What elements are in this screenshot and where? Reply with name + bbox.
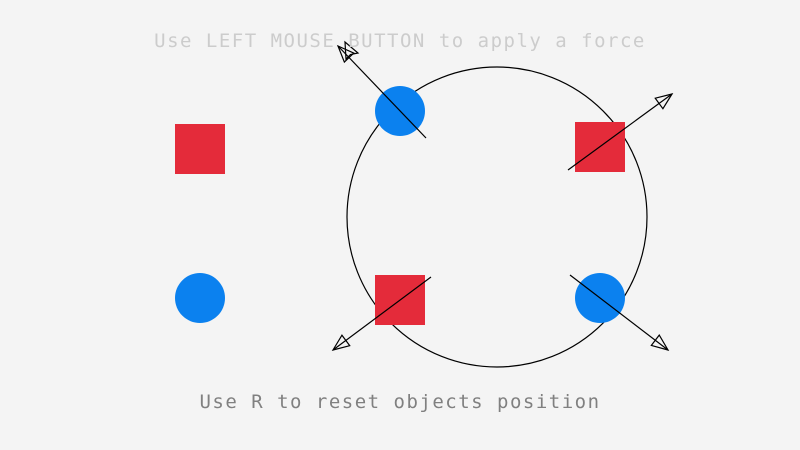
- force-head-circle-bottom-right: [650, 334, 670, 351]
- constraint-ring-outline: [346, 66, 648, 368]
- force-shaft-square-bottom-center: [332, 276, 432, 351]
- force-arrows-layer: [331, 44, 674, 351]
- force-shaft-square-top-right: [567, 93, 673, 171]
- body-circle-bottom-left[interactable]: [175, 273, 225, 323]
- force-shaft-circle-top: [337, 45, 427, 139]
- force-arrow-square-bottom-center: [331, 276, 432, 351]
- hint-apply-force: Use LEFT MOUSE BUTTON to apply a force: [154, 30, 646, 52]
- cursor-pointer-icon: [344, 40, 360, 61]
- force-arrow-circle-bottom-right: [569, 274, 670, 351]
- force-arrow-square-top-right: [567, 93, 674, 171]
- force-shaft-circle-bottom-right: [569, 274, 669, 351]
- bodies-layer[interactable]: [175, 86, 625, 325]
- hint-reset-objects: Use R to reset objects position: [199, 391, 601, 413]
- force-head-square-top-right: [654, 93, 674, 110]
- force-head-square-bottom-center: [331, 334, 351, 351]
- mouse-cursor: [344, 40, 360, 61]
- body-square-left[interactable]: [175, 124, 225, 174]
